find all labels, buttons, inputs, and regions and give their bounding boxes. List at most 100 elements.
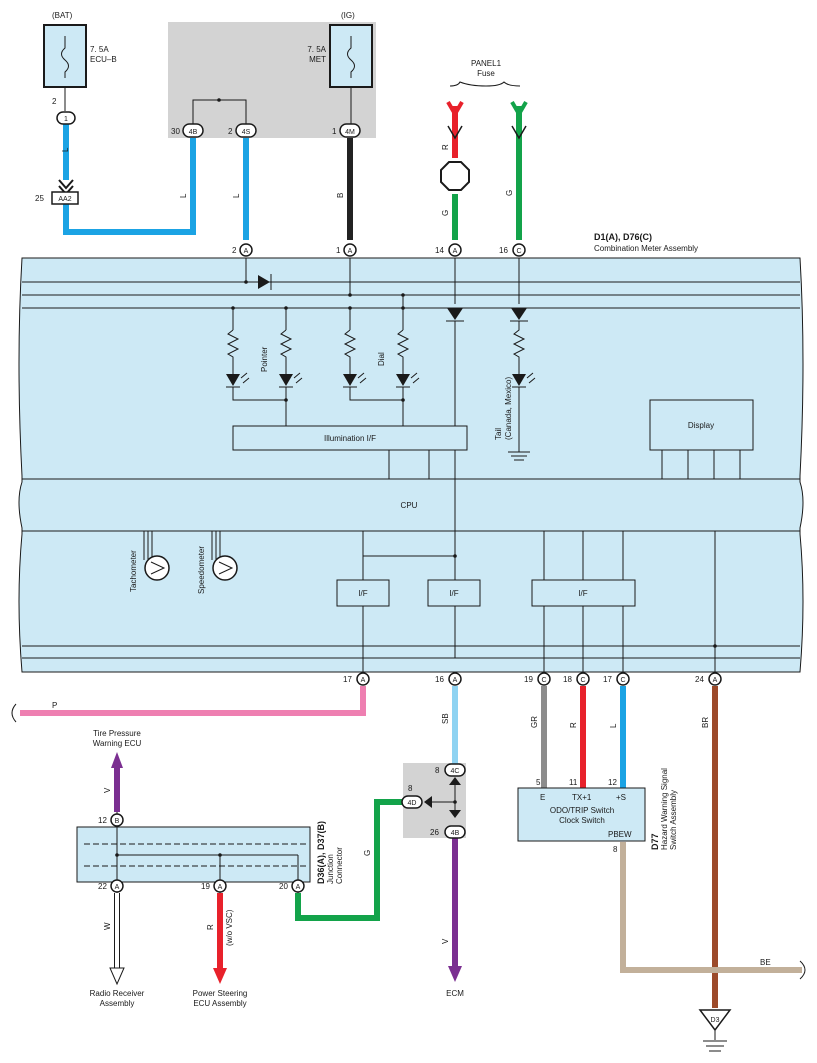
pin-a20: [291, 879, 305, 893]
pin-a24-num: 24: [695, 675, 704, 684]
wire-label-r-tx: R: [569, 722, 578, 728]
aa2-label: AA2: [58, 196, 71, 203]
wire-label-r-top: R: [441, 144, 450, 150]
wire-label-br: BR: [701, 717, 710, 728]
bat-pin-label: 2: [52, 97, 57, 106]
pin-a16-letter: A: [453, 677, 458, 684]
pin-2s-label: 2: [228, 127, 233, 136]
jb-pin-26-label: 26: [430, 828, 439, 837]
wire-label-r-ps: R: [206, 924, 215, 930]
arrow-radio: [109, 967, 125, 986]
meter-ref: D1(A), D76(C): [594, 232, 652, 242]
wire-label-g2: G: [505, 190, 514, 196]
wire-label-l2: L: [179, 193, 188, 198]
c4m-label: 4M: [345, 129, 355, 136]
pin-c17-letter: C: [620, 677, 625, 684]
wire-label-v-ecm: V: [441, 938, 450, 944]
bat-fuse-rating: 7. 5A: [90, 45, 109, 54]
connector-4b: [182, 123, 204, 138]
radio-receiver-label: Radio Receiver: [90, 989, 145, 998]
wire-label-w: W: [103, 922, 112, 930]
ground-d3-label: D3: [711, 1017, 720, 1024]
pin-c17-num: 17: [603, 675, 612, 684]
wire-label-p: P: [52, 701, 57, 710]
pin-b12-letter: B: [115, 818, 120, 825]
wire-label-g-junction: G: [363, 850, 372, 856]
display-label: Display: [688, 421, 714, 430]
pin-a2-letter: A: [244, 248, 249, 255]
switch-pin-11: 11: [569, 778, 578, 787]
break-right: [799, 960, 806, 980]
pin-a17: [356, 672, 370, 686]
pin-c18-letter: C: [580, 677, 585, 684]
pin-a17-num: 17: [343, 675, 352, 684]
c4s-label: 4S: [242, 129, 251, 136]
ground-icon: [703, 1040, 727, 1052]
wire-l-4b: [63, 138, 196, 235]
arrow-tire: [111, 752, 123, 768]
tachometer-gauge-icon: [144, 555, 170, 581]
pin-a1: [343, 243, 357, 257]
labels: (BAT) 7. 5A ECU–B (IG) 7. 5A MET PANEL1 …: [35, 11, 771, 1024]
pin-c18: [576, 672, 590, 686]
ground-d3-symbol: [698, 1009, 732, 1032]
wire-arrows: [58, 100, 528, 986]
switch-pin-tx: TX+1: [572, 793, 592, 802]
radio-assembly-label: Assembly: [100, 999, 135, 1008]
pin-c19: [537, 672, 551, 686]
connector-4b-lower: [444, 825, 466, 839]
pin-a19-letter: A: [218, 884, 223, 891]
ps-ecu-assembly-label: ECU Assembly: [193, 999, 246, 1008]
switch-ref: D77: [650, 833, 660, 850]
tail-label: Tail: [494, 428, 503, 440]
connector-4c: [444, 763, 466, 777]
jb-pin-8-label: 8: [435, 766, 440, 775]
if-box-2: [427, 579, 481, 607]
wire-label-gr: GR: [530, 716, 539, 728]
pin-a14-num: 14: [435, 246, 444, 255]
switch-side-label-2: Switch Assembly: [669, 790, 678, 850]
if-box-3: [531, 579, 636, 607]
wires: [20, 106, 802, 1008]
wire-label-be: BE: [760, 958, 771, 967]
tail-region-label: (Canada, Mexico): [504, 377, 513, 440]
wire-label-sb: SB: [441, 713, 450, 724]
pin-a2: [239, 243, 253, 257]
pin-c16-letter: C: [516, 248, 521, 255]
pointer-label: Pointer: [260, 346, 269, 372]
pin-a22-num: 22: [98, 882, 107, 891]
switch-pin-e: E: [540, 793, 545, 802]
speedometer-label: Speedometer: [197, 546, 206, 594]
power-steering-label: Power Steering: [193, 989, 248, 998]
illumination-if-label: Illumination I/F: [324, 434, 376, 443]
wire-label-g1: G: [441, 210, 450, 216]
dial-label: Dial: [377, 352, 386, 366]
switch-pin-5: 5: [536, 778, 541, 787]
if1-label: I/F: [358, 589, 367, 598]
wire-p: [20, 686, 366, 716]
pin-b12-num: 12: [98, 816, 107, 825]
ig-fuse-rating: 7. 5A: [307, 45, 326, 54]
pin-a17-letter: A: [361, 677, 366, 684]
combination-meter-assembly: [18, 257, 804, 673]
break-left: [11, 703, 17, 723]
c4b-label: 4B: [189, 129, 198, 136]
pin-a22: [110, 879, 124, 893]
switch-side-label-1: Hazard Warning Signal: [660, 768, 669, 850]
ig-fuse-name: MET: [309, 55, 326, 64]
pin-a2-num: 2: [232, 246, 237, 255]
connector-4d: [401, 795, 423, 809]
pin-a1-num: 1: [336, 246, 341, 255]
ig-source-label: (IG): [341, 11, 355, 20]
connector-4s: [235, 123, 257, 138]
pin-c16-num: 16: [499, 246, 508, 255]
aa2-pin-label: 25: [35, 194, 44, 203]
odo-trip-switch-box[interactable]: [517, 787, 646, 842]
wire-label-b: B: [336, 193, 345, 198]
ecm-label: ECM: [446, 989, 464, 998]
pin-a1-letter: A: [348, 248, 353, 255]
c4b-lower-label: 4B: [451, 830, 460, 837]
meter-name: Combination Meter Assembly: [594, 244, 698, 253]
connector-aa2: [51, 191, 79, 205]
